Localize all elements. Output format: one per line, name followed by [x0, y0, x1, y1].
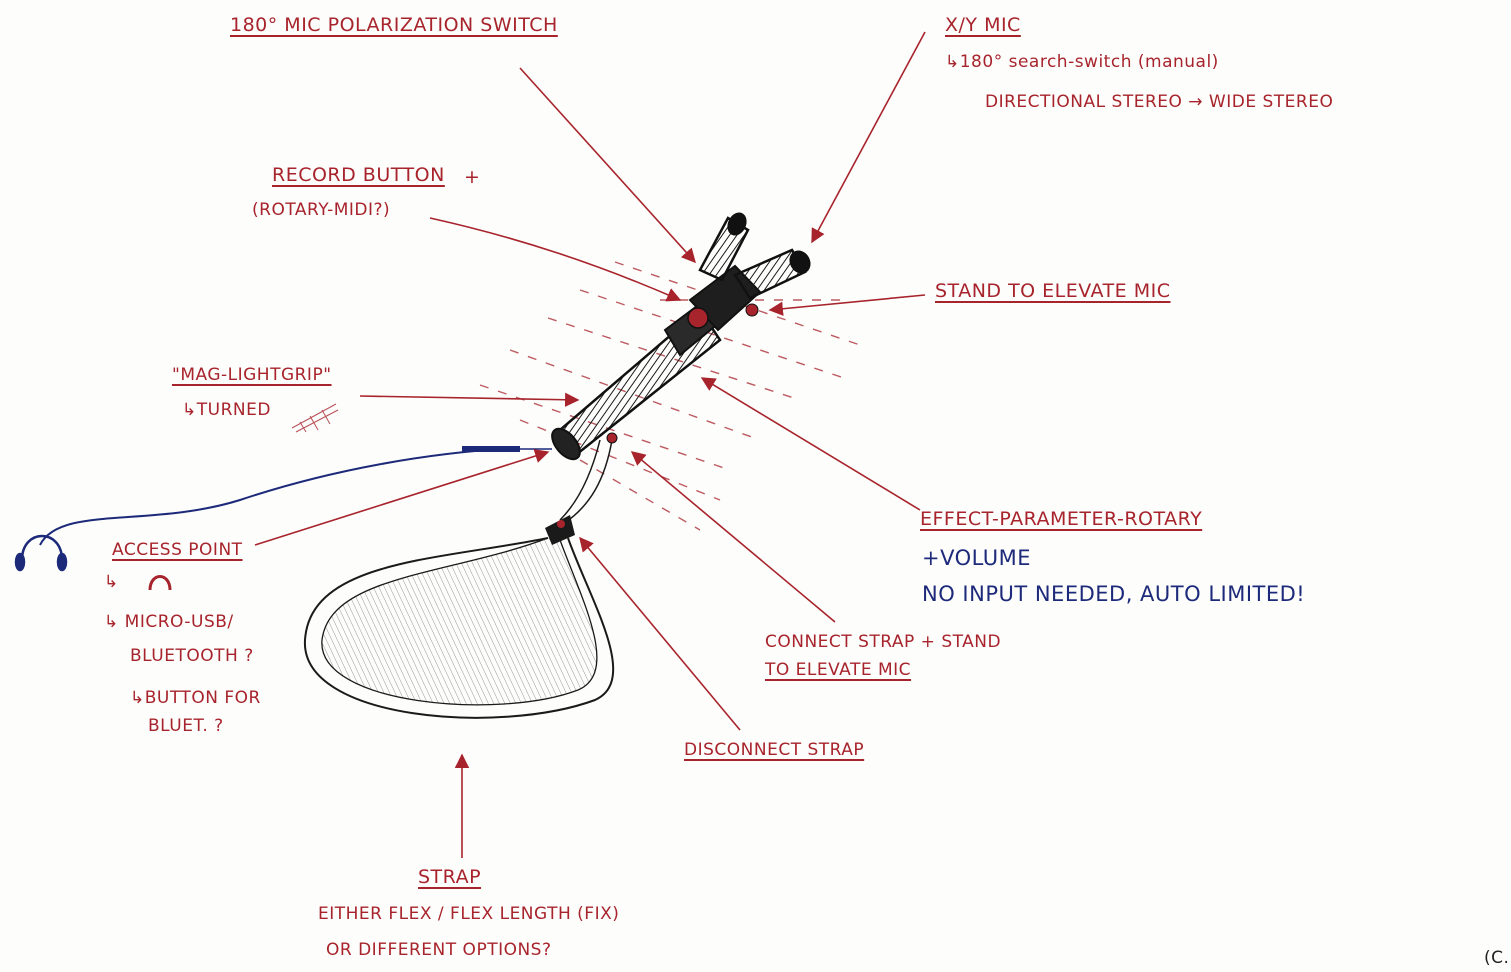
label-rotary-midi: (ROTARY-MIDI?)	[252, 200, 390, 220]
label-record-button: RECORD BUTTON	[272, 164, 445, 186]
label-bluetooth: BLUETOOTH ?	[130, 646, 254, 666]
label-bt-button: ↳BUTTON FOR	[130, 688, 261, 708]
label-maglight-grip: "MAG-LIGHTGRIP"	[172, 365, 332, 385]
label-xy-switch: ↳180° search-switch (manual)	[945, 52, 1219, 72]
label-strap-options: OR DIFFERENT OPTIONS?	[326, 940, 552, 960]
headphone-mini-icon	[150, 577, 170, 591]
grip-texture-mark	[292, 404, 338, 432]
label-disconnect-strap: DISCONNECT STRAP	[684, 740, 864, 760]
headphones-icon	[16, 536, 66, 570]
label-turned: ↳TURNED	[182, 400, 271, 420]
label-bluet: BLUET. ?	[148, 716, 224, 736]
label-strap-flex: EITHER FLEX / FLEX LENGTH (FIX)	[318, 904, 619, 924]
label-micro-usb: ↳ MICRO-USB/	[104, 612, 234, 632]
label-volume: +VOLUME	[922, 546, 1031, 570]
motion-dash-lines	[480, 262, 860, 530]
arrow-record	[430, 218, 680, 300]
headphone-jack-plug	[462, 446, 520, 452]
stand-knob	[746, 304, 758, 316]
label-polarization-switch: 180° MIC POLARIZATION SWITCH	[230, 14, 558, 36]
arrow-connect	[632, 452, 835, 622]
arrow-disconnect	[580, 538, 740, 730]
arrow-stand	[770, 295, 925, 310]
label-strap: STRAP	[418, 866, 481, 888]
label-connect-strap: CONNECT STRAP + STAND	[765, 632, 1001, 652]
label-auto-limited: NO INPUT NEEDED, AUTO LIMITED!	[922, 582, 1305, 606]
label-effect-rotary: EFFECT-PARAMETER-ROTARY	[920, 508, 1202, 530]
arrow-access	[255, 452, 548, 545]
label-connect-elevate: TO ELEVATE MIC	[765, 660, 911, 680]
label-access-point: ACCESS POINT	[112, 540, 243, 560]
strap-connector	[607, 433, 617, 443]
label-access-headphone: ↳	[104, 572, 119, 592]
label-xy-stereo: DIRECTIONAL STEREO → WIDE STEREO	[985, 92, 1333, 112]
arrow-maglight	[360, 396, 578, 400]
headphone-cable	[40, 446, 552, 545]
arrow-xy	[812, 32, 925, 242]
corner-mark: (C.	[1484, 948, 1509, 968]
record-button	[688, 308, 708, 328]
label-stand: STAND TO ELEVATE MIC	[935, 280, 1171, 302]
arrow-polarization	[520, 68, 695, 262]
label-xy-mic: X/Y MIC	[945, 14, 1021, 36]
label-record-plus: +	[464, 166, 480, 188]
strap-loop	[305, 440, 613, 718]
microphone-sketch	[547, 209, 815, 464]
arrow-effect	[702, 378, 920, 510]
